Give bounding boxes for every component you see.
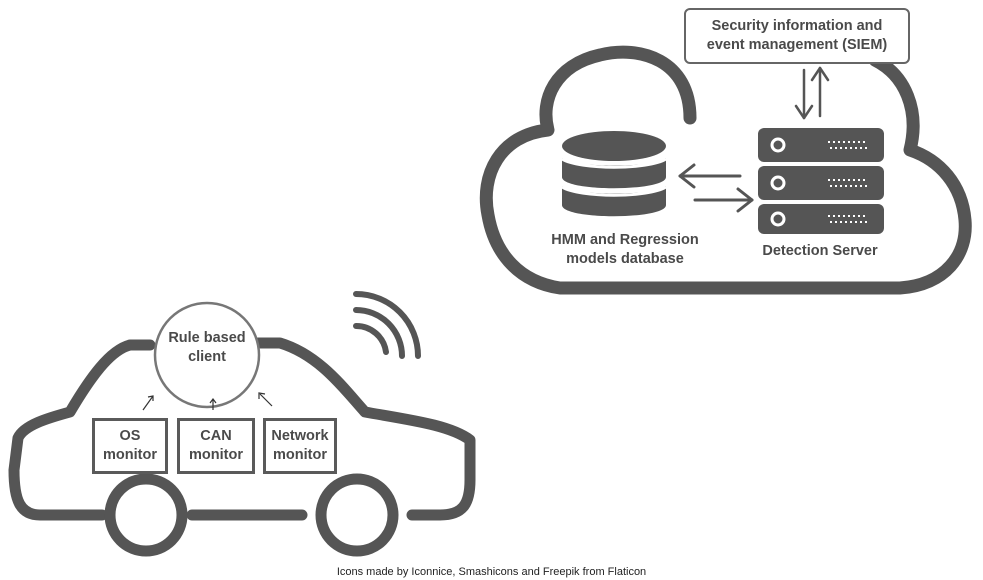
db-server-arrows	[678, 163, 754, 213]
client-circle	[153, 301, 261, 409]
os-monitor-line2: monitor	[103, 447, 157, 463]
siem-label-line2: event management (SIEM)	[706, 37, 888, 53]
database-label-line2: models database	[566, 251, 684, 267]
can-monitor-line1: CAN	[200, 428, 232, 444]
cloud-outline	[479, 45, 972, 295]
car-body	[8, 337, 476, 521]
client-label: Rule based client	[157, 329, 257, 367]
network-monitor-line1: Network	[271, 428, 329, 444]
os-monitor-box: OS monitor	[92, 418, 168, 474]
client-label-line2: client	[188, 349, 226, 365]
siem-server-arrows	[794, 66, 830, 120]
siem-label-line1: Security information and	[711, 18, 883, 34]
can-monitor-box: CAN monitor	[177, 418, 255, 474]
car-wheels	[104, 473, 399, 557]
icon-credit: Icons made by Iconnice, Smashicons and F…	[336, 566, 647, 578]
database-label: HMM and Regression models database	[530, 231, 720, 269]
database-label-line1: HMM and Regression	[551, 232, 699, 248]
siem-box: Security information and event managemen…	[684, 8, 910, 64]
wireless-signal-icon	[353, 291, 421, 359]
database-icon	[561, 131, 667, 217]
os-monitor-line1: OS	[119, 428, 141, 444]
server-icon	[758, 128, 884, 234]
can-monitor-line2: monitor	[189, 447, 243, 463]
network-monitor-box: Network monitor	[263, 418, 337, 474]
network-monitor-line2: monitor	[273, 447, 327, 463]
client-label-line1: Rule based	[168, 330, 246, 346]
monitor-arrows	[142, 392, 273, 411]
detection-server-label: Detection Server	[762, 243, 878, 259]
